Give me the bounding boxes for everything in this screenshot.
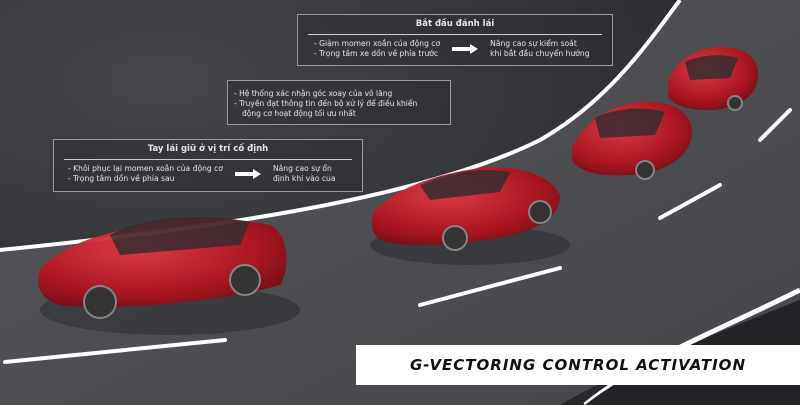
- banner-text: G-VECTORING CONTROL ACTIVATION: [410, 356, 746, 374]
- effect-line: - Khôi phục lại momen xoắn của động cơ: [68, 164, 223, 173]
- result-line: Nâng cao sự kiểm soát: [490, 39, 577, 48]
- info-box-start-steering: Bắt đầu đánh lái - Giảm momen xoắn của đ…: [297, 14, 613, 66]
- box-title: Bắt đầu đánh lái: [415, 19, 495, 29]
- info-box-sensor: - Hệ thống xác nhận góc xoay của vô lăng…: [227, 80, 451, 125]
- result-line: khi bắt đầu chuyển hướng: [490, 48, 590, 58]
- divider: [308, 34, 602, 35]
- title-banner: G-VECTORING CONTROL ACTIVATION: [356, 345, 800, 385]
- right-arrow-icon: [234, 168, 261, 179]
- right-arrow-icon: [452, 43, 479, 54]
- car-2: [370, 167, 570, 265]
- effect-line: - Giảm momen xoắn của động cơ: [314, 39, 441, 48]
- sensor-line: - Hệ thống xác nhận góc xoay của vô lăng: [234, 89, 393, 98]
- car-4: [668, 47, 758, 111]
- sensor-line: động cơ hoạt động tối ưu nhất: [242, 109, 356, 118]
- car-1: [38, 217, 300, 335]
- effect-line: - Trọng tâm xe dồn về phía trước: [314, 48, 439, 58]
- lane-dashes: [3, 108, 792, 364]
- effect-line: - Trọng tâm dồn về phía sau: [68, 173, 175, 183]
- result-line: Nâng cao sự ổn: [272, 164, 332, 173]
- result-line: định khi vào cua: [272, 173, 336, 183]
- info-box-hold-steering: Tay lái giữ ở vị trí cố định - Khôi phục…: [53, 139, 363, 192]
- car-3: [572, 101, 692, 180]
- divider: [64, 159, 352, 160]
- box-title: Tay lái giữ ở vị trí cố định: [147, 144, 269, 154]
- sensor-line: - Truyền đạt thông tin đến bộ xử lý để đ…: [234, 99, 418, 108]
